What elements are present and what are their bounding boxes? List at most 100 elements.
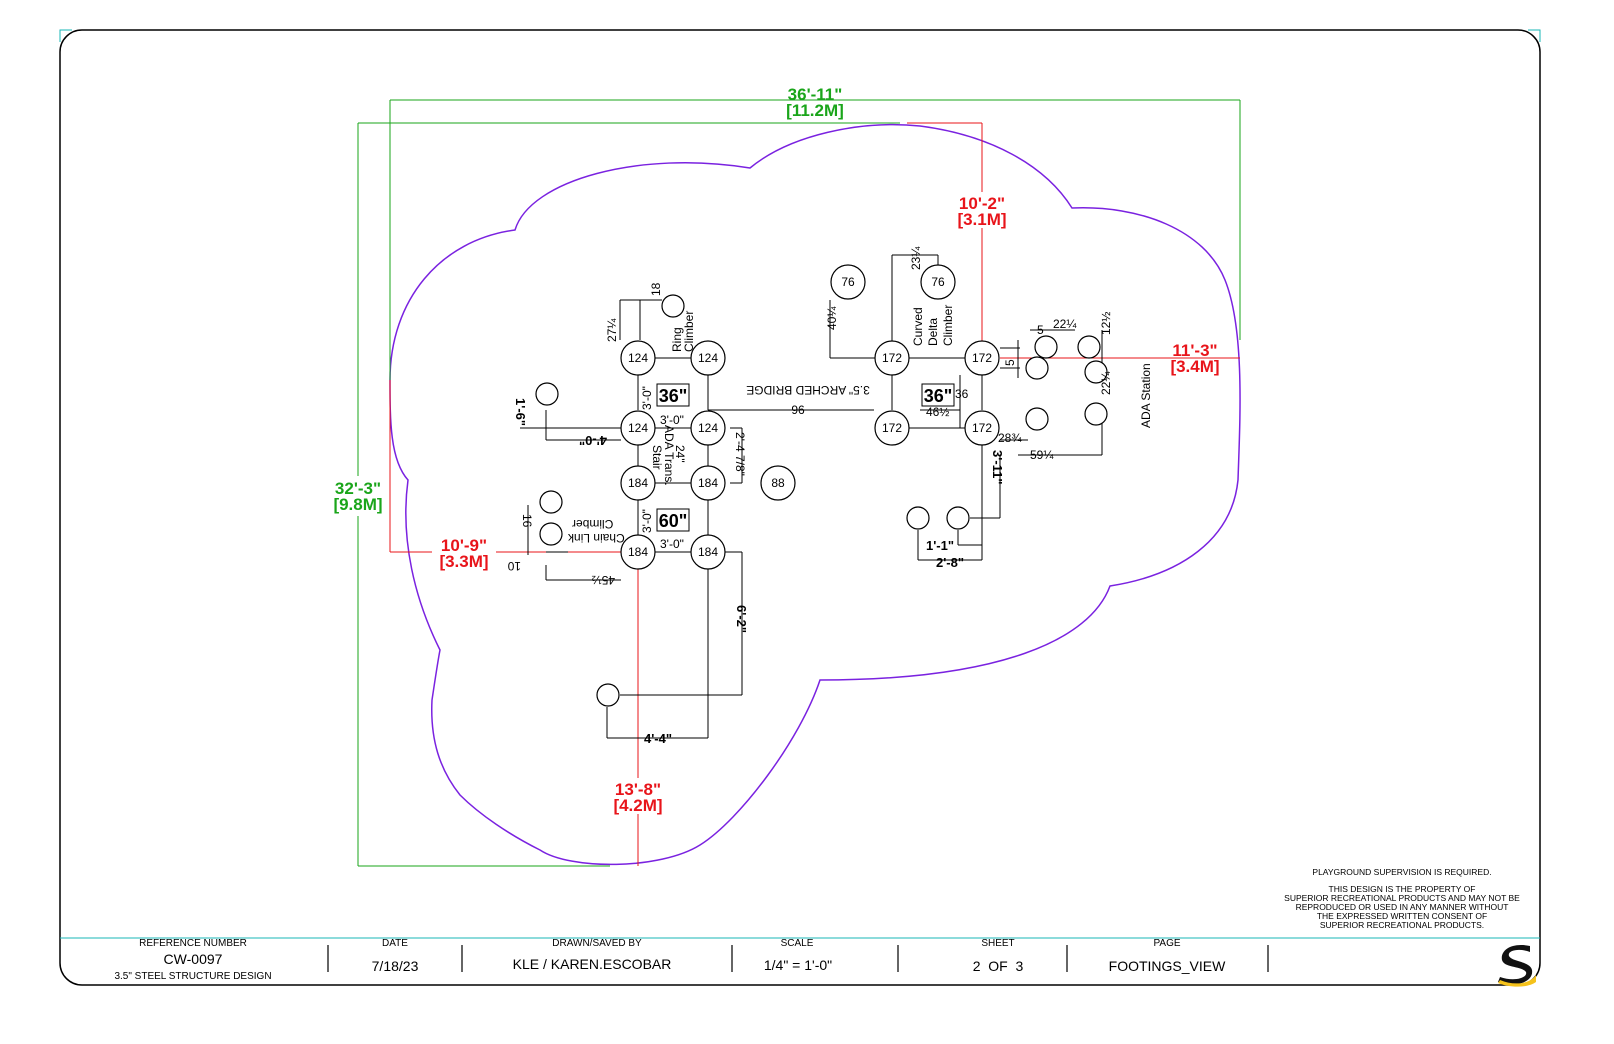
ref-header: REFERENCE NUMBER bbox=[139, 938, 247, 949]
footing-label: 124 bbox=[628, 351, 648, 365]
footing-circles bbox=[535, 264, 1108, 707]
scale-value: 1/4" = 1'-0" bbox=[764, 957, 832, 973]
footing-small-j bbox=[1084, 402, 1108, 426]
page-value: FOOTINGS_VIEW bbox=[1109, 958, 1226, 974]
footing-label: 172 bbox=[882, 421, 902, 435]
dim-4-4: 4'-4" bbox=[644, 731, 672, 746]
dim-46: 46½ bbox=[926, 405, 949, 419]
red-dim-bottom: 13'-8" [4.2M] bbox=[608, 567, 670, 866]
footing-172-b bbox=[964, 340, 1000, 376]
deck-height-36-a: 36" bbox=[656, 383, 690, 407]
red-dim-top: 10'-2" [3.1M] bbox=[907, 122, 1012, 355]
dim-3-0-b: 3'-0" bbox=[660, 413, 684, 427]
property-note-4: THE EXPRESSED WRITTEN CONSENT OF bbox=[1317, 911, 1487, 921]
footing-label: 88 bbox=[771, 476, 785, 490]
dim-12: 12½ bbox=[1099, 312, 1113, 335]
property-note-1: THIS DESIGN IS THE PROPERTY OF bbox=[1329, 884, 1476, 894]
footing-184-d bbox=[690, 534, 726, 570]
dim-16: 16 bbox=[520, 514, 534, 528]
red-dim-top-ft: 10'-2" bbox=[959, 194, 1005, 213]
ada-trans-label-1: 24" bbox=[673, 445, 687, 463]
footing-172-a bbox=[874, 340, 910, 376]
dim-59: 59¼ bbox=[1030, 448, 1054, 462]
ring-climber-label-2: Climber bbox=[682, 311, 696, 352]
footing-label: 172 bbox=[882, 351, 902, 365]
dim-36: 36 bbox=[955, 387, 969, 401]
dim-5-a: 5 bbox=[1003, 359, 1017, 366]
footing-76-a bbox=[830, 264, 866, 300]
page-header: PAGE bbox=[1153, 938, 1180, 949]
footing-small-ring bbox=[661, 294, 685, 318]
dim-23: 23¼ bbox=[909, 246, 923, 270]
footing-label: 172 bbox=[972, 421, 992, 435]
dim-27: 27¼ bbox=[605, 318, 619, 342]
footing-124-a bbox=[620, 340, 656, 376]
dim-4-0: 4'-0" bbox=[579, 433, 607, 448]
red-dim-bottom-m: [4.2M] bbox=[613, 796, 662, 815]
footing-small-d bbox=[596, 683, 620, 707]
red-dim-left: 10'-9" [3.3M] bbox=[389, 380, 622, 571]
footing-small-e bbox=[1034, 335, 1058, 359]
dim-22-b: 22¼ bbox=[1099, 371, 1113, 395]
drawn-value: KLE / KAREN.ESCOBAR bbox=[513, 956, 672, 972]
corner-mark-tl bbox=[59, 29, 72, 42]
dim-40: 40¼ bbox=[825, 306, 839, 330]
footing-small-c bbox=[539, 522, 563, 546]
ada-trans-label-3: Stair bbox=[650, 445, 664, 470]
ada-station-label: ADA Station bbox=[1139, 363, 1153, 428]
footing-small-f bbox=[1025, 356, 1049, 380]
dim-3-11: 3'-11" bbox=[990, 450, 1005, 485]
sheet-value: 2 OF 3 bbox=[973, 958, 1024, 974]
ref-subtitle: 3.5" STEEL STRUCTURE DESIGN bbox=[114, 971, 271, 982]
dim-96: 96 bbox=[791, 403, 805, 417]
overall-depth-dimension: 32'-3" [9.8M] bbox=[330, 122, 900, 867]
footing-124-d bbox=[690, 410, 726, 446]
footing-small-k bbox=[906, 506, 930, 530]
red-dim-right-m: [3.4M] bbox=[1170, 357, 1219, 376]
footing-small-b bbox=[539, 490, 563, 514]
overall-width-ft: 36'-11" bbox=[788, 85, 843, 104]
chain-link-label-1: Chain Link bbox=[567, 531, 625, 545]
deck-height-36-b: 36" bbox=[921, 383, 955, 407]
date-value: 7/18/23 bbox=[372, 958, 419, 974]
footing-small-g bbox=[1077, 335, 1101, 359]
chain-link-label-2: Climber bbox=[572, 517, 613, 531]
red-dim-bottom-ft: 13'-8" bbox=[615, 780, 661, 799]
overall-depth-ft: 32'-3" bbox=[335, 479, 381, 498]
curved-delta-label-2: Delta bbox=[926, 318, 940, 346]
red-dim-left-m: [3.3M] bbox=[439, 552, 488, 571]
drawn-header: DRAWN/SAVED BY bbox=[552, 938, 642, 949]
footing-labels: 124 124 124 124 184 184 184 184 88 172 1… bbox=[628, 275, 992, 559]
footing-184-a bbox=[620, 465, 656, 501]
footing-small-h bbox=[1084, 360, 1108, 384]
supervision-note: PLAYGROUND SUPERVISION IS REQUIRED. bbox=[1312, 867, 1491, 877]
footing-172-d bbox=[964, 410, 1000, 446]
dim-18: 18 bbox=[649, 282, 663, 296]
footing-76-b bbox=[920, 264, 956, 300]
property-note-5: SUPERIOR RECREATIONAL PRODUCTS. bbox=[1320, 920, 1484, 930]
dim-10: 10 bbox=[507, 559, 521, 573]
footing-label: 184 bbox=[698, 476, 718, 490]
footing-label: 184 bbox=[698, 545, 718, 559]
svg-text:60": 60" bbox=[659, 511, 688, 531]
footing-label: 124 bbox=[628, 421, 648, 435]
dim-3-0-a: 3'-0" bbox=[640, 386, 654, 410]
footing-label: 76 bbox=[841, 275, 855, 289]
footing-124-c bbox=[620, 410, 656, 446]
red-dim-right-ft: 11'-3" bbox=[1172, 341, 1217, 360]
property-note-2: SUPERIOR RECREATIONAL PRODUCTS AND MAY N… bbox=[1284, 893, 1520, 903]
dim-45: 45½ bbox=[592, 573, 615, 587]
svg-text:36": 36" bbox=[659, 386, 688, 406]
footing-label: 76 bbox=[931, 275, 945, 289]
footing-small-i bbox=[1025, 407, 1049, 431]
footing-label: 172 bbox=[972, 351, 992, 365]
dim-1-6: 1'-6" bbox=[513, 398, 528, 426]
structure-lines bbox=[520, 254, 1103, 739]
use-zone-outline bbox=[389, 123, 1241, 866]
footing-172-c bbox=[874, 410, 910, 446]
footing-label: 124 bbox=[698, 421, 718, 435]
sheet-border bbox=[59, 29, 1541, 986]
footing-label: 184 bbox=[628, 545, 648, 559]
footing-184-b bbox=[690, 465, 726, 501]
